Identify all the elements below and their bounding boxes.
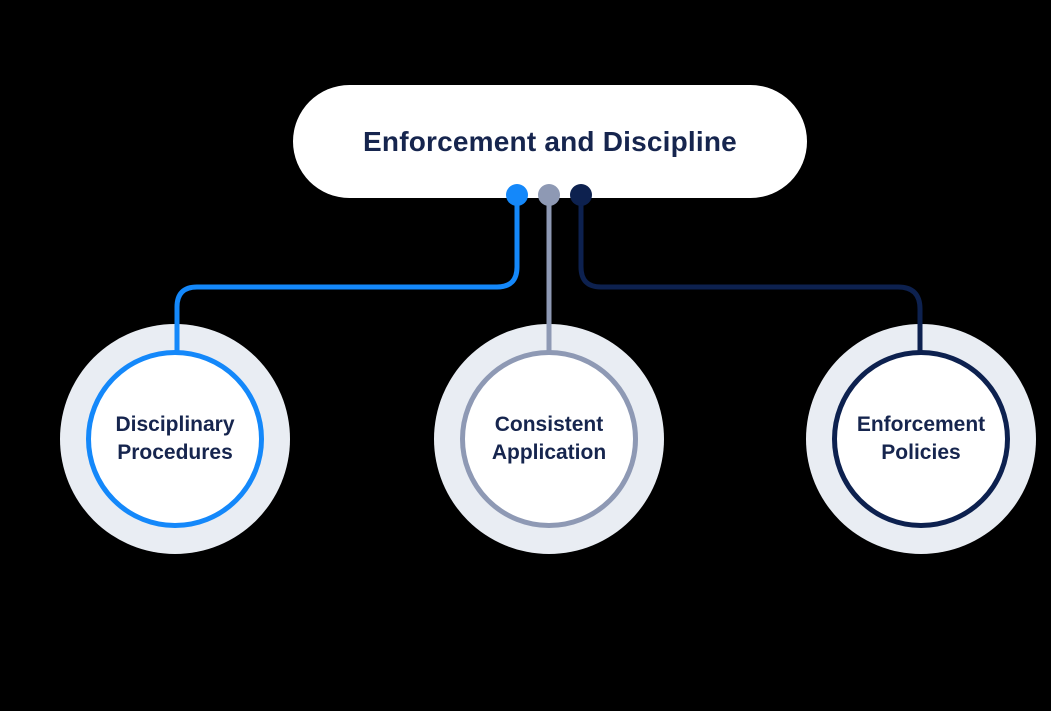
connector-line-enforcement <box>578 196 923 353</box>
node-enforcement-policies: Enforcement Policies <box>806 324 1036 554</box>
node-disciplinary-procedures-label: Disciplinary Procedures <box>115 413 235 464</box>
node-disciplinary-procedures: Disciplinary Procedures <box>60 324 290 554</box>
node-consistent-application: Consistent Application <box>434 324 664 554</box>
node-disciplinary-procedures-disc: Disciplinary Procedures <box>86 350 264 528</box>
node-consistent-application-label: Consistent Application <box>491 413 607 464</box>
node-consistent-application-disc: Consistent Application <box>460 350 638 528</box>
root-node-label: Enforcement and Discipline <box>363 125 737 157</box>
root-node: Enforcement and Discipline <box>293 85 807 198</box>
node-enforcement-policies-disc: Enforcement Policies <box>832 350 1010 528</box>
connector-line-disciplinary <box>174 196 520 353</box>
node-enforcement-policies-label: Enforcement Policies <box>856 413 986 464</box>
